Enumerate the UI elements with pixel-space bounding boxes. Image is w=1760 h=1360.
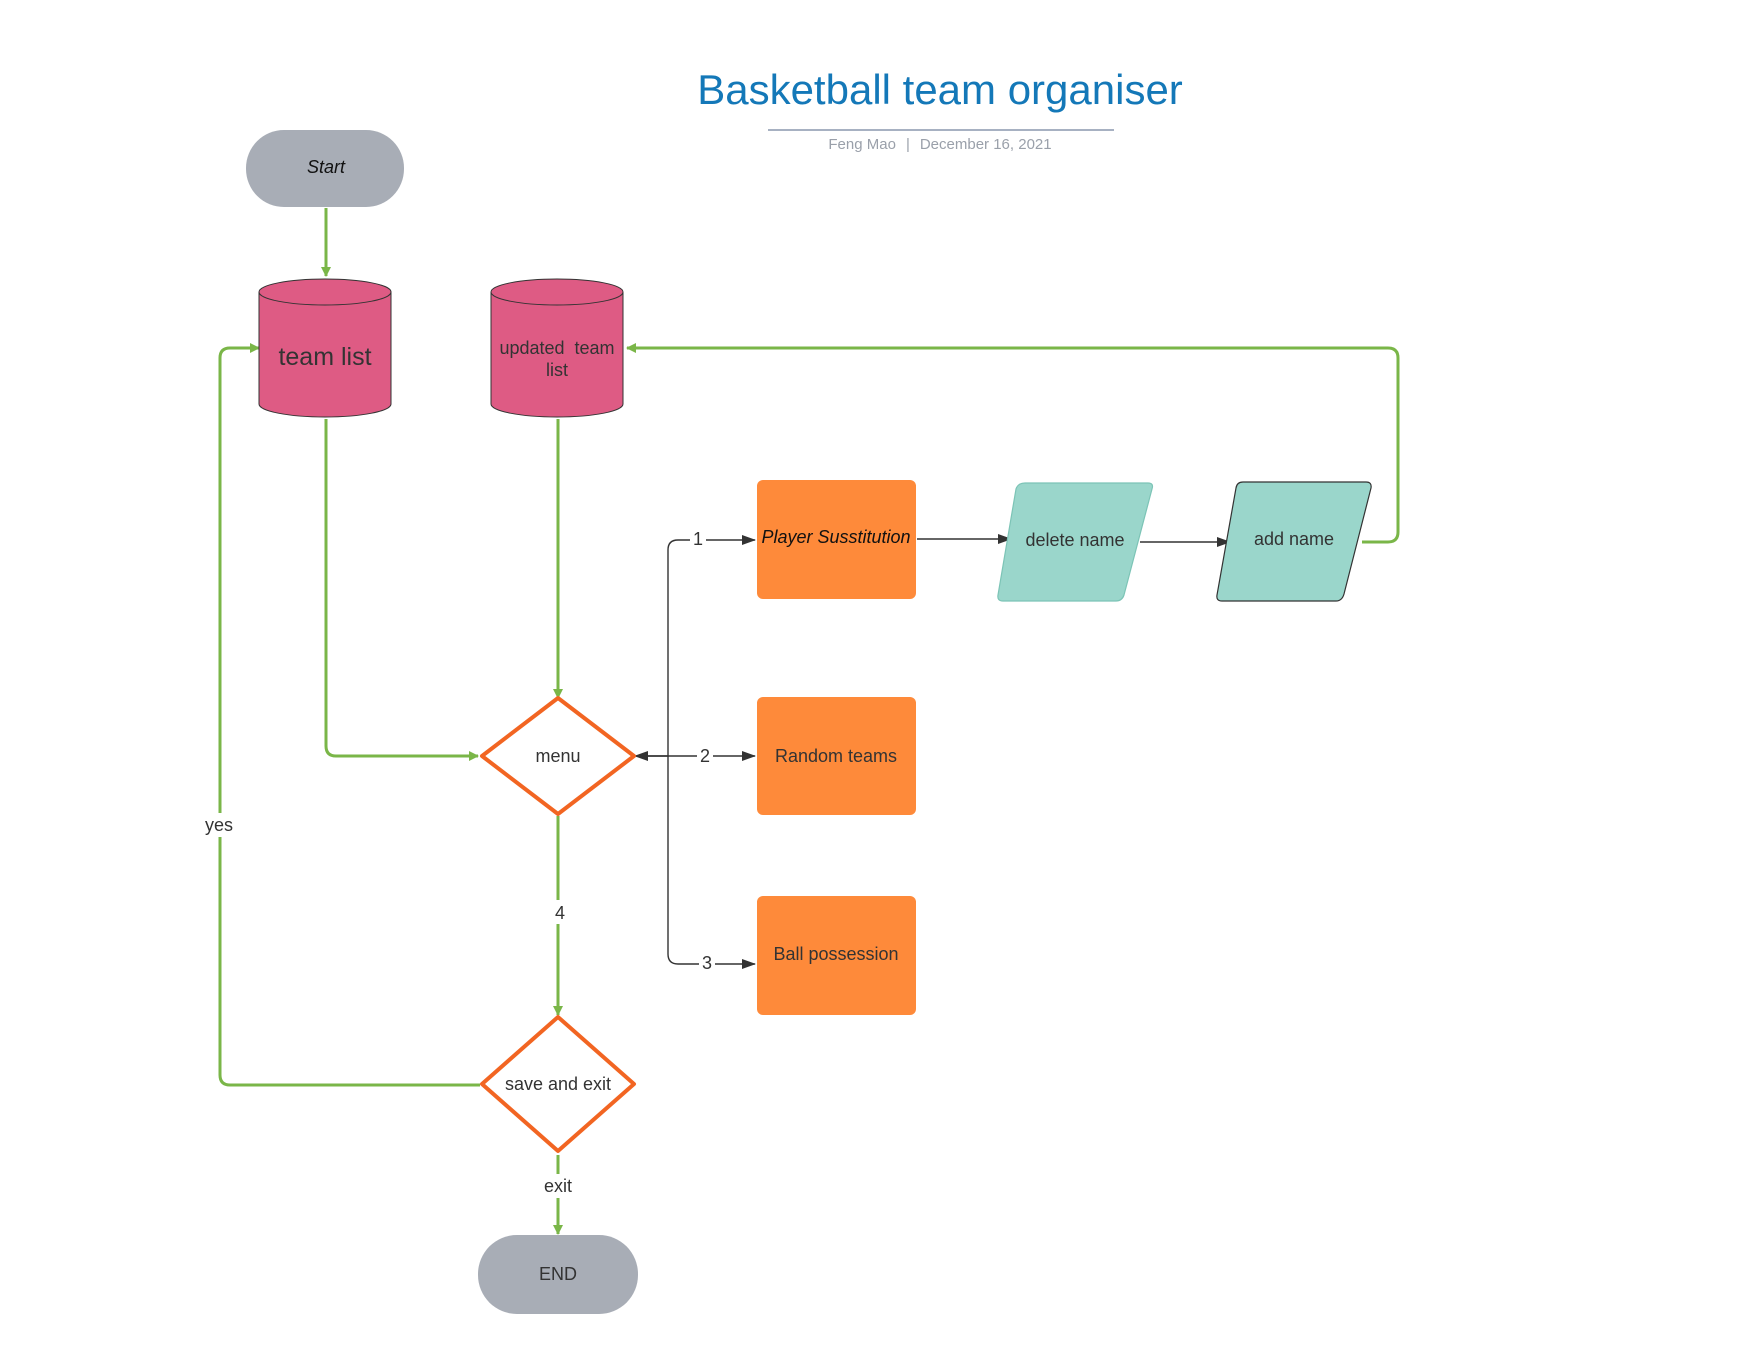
edge-menu-to-substitution bbox=[647, 535, 756, 757]
edge-menu-to-possession bbox=[667, 756, 756, 969]
edge-label-yes: yes bbox=[205, 815, 233, 835]
start-terminal[interactable]: Start bbox=[246, 130, 404, 207]
menu-decision[interactable]: menu bbox=[480, 696, 636, 816]
save-and-exit-decision[interactable]: save and exit bbox=[480, 1015, 636, 1153]
add-name-label: add name bbox=[1254, 529, 1334, 549]
team-list-database[interactable]: team list bbox=[258, 278, 392, 418]
end-label: END bbox=[539, 1264, 577, 1284]
random-teams-process[interactable]: Random teams bbox=[757, 697, 916, 815]
edge-label-1: 1 bbox=[693, 529, 703, 549]
menu-label: menu bbox=[535, 746, 580, 766]
edge-team-list-to-menu bbox=[324, 419, 479, 761]
start-label: Start bbox=[307, 157, 346, 177]
updated-team-list-label-line2: list bbox=[546, 360, 568, 380]
delete-name-label: delete name bbox=[1025, 530, 1124, 550]
date: December 16, 2021 bbox=[920, 136, 1052, 153]
updated-team-list-database[interactable]: updated team list bbox=[490, 278, 624, 418]
edge-label-3: 3 bbox=[702, 953, 712, 973]
subtitle: Feng Mao | December 16, 2021 bbox=[828, 136, 1051, 153]
player-substitution-label: Player Susstitution bbox=[761, 527, 910, 547]
edge-add-name-to-updated-list bbox=[626, 343, 1400, 544]
add-name-io[interactable]: add name bbox=[1216, 481, 1372, 602]
edge-label-exit: exit bbox=[544, 1176, 572, 1196]
page-title: Basketball team organiser bbox=[697, 66, 1183, 113]
save-and-exit-label: save and exit bbox=[505, 1074, 611, 1094]
separator: | bbox=[906, 136, 910, 153]
delete-name-io[interactable]: delete name bbox=[997, 482, 1154, 602]
author: Feng Mao bbox=[828, 136, 896, 153]
edge-save-to-team-list bbox=[218, 343, 480, 1087]
updated-team-list-label-line1: updated team bbox=[499, 338, 614, 358]
end-terminal[interactable]: END bbox=[478, 1235, 638, 1314]
ball-possession-process[interactable]: Ball possession bbox=[757, 896, 916, 1015]
random-teams-label: Random teams bbox=[775, 746, 897, 766]
edge-label-2: 2 bbox=[700, 746, 710, 766]
player-substitution-process[interactable]: Player Susstitution bbox=[757, 480, 916, 599]
team-list-label: team list bbox=[278, 343, 371, 371]
ball-possession-label: Ball possession bbox=[773, 944, 898, 964]
edge-label-4: 4 bbox=[555, 903, 565, 923]
